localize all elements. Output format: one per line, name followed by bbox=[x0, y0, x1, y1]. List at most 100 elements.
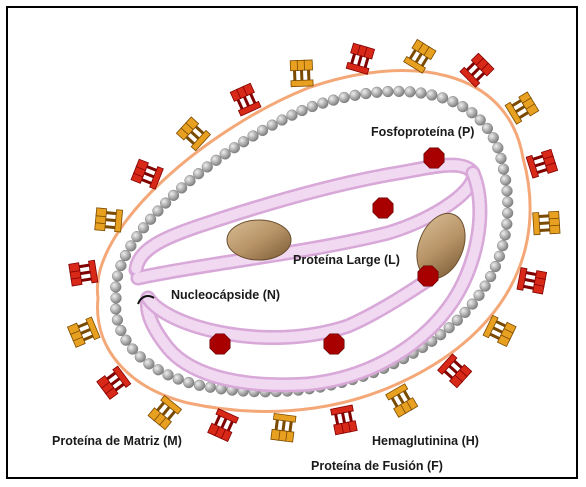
matrix-bead bbox=[229, 142, 240, 153]
matrix-bead bbox=[485, 271, 496, 282]
matrix-bead bbox=[168, 190, 179, 201]
matrix-bead bbox=[185, 175, 196, 186]
matrix-bead bbox=[460, 307, 471, 318]
phosphoprotein-octagon bbox=[418, 266, 438, 286]
matrix-bead bbox=[248, 131, 259, 142]
fusion-spike-icon bbox=[404, 39, 436, 73]
matrix-bead bbox=[238, 136, 249, 147]
fusion-spike-icon bbox=[386, 384, 418, 418]
matrix-bead bbox=[502, 208, 513, 219]
matrix-bead bbox=[500, 230, 511, 241]
matrix-bead bbox=[500, 175, 511, 186]
matrix-bead bbox=[502, 197, 513, 208]
matrix-bead bbox=[496, 153, 507, 164]
matrix-bead bbox=[297, 105, 308, 116]
fusion-spike-icon bbox=[533, 211, 560, 235]
matrix-bead bbox=[211, 155, 222, 166]
matrix-bead bbox=[488, 132, 499, 143]
matrix-bead bbox=[317, 98, 328, 109]
matrix-bead bbox=[173, 374, 184, 385]
matrix-bead bbox=[498, 164, 509, 175]
phosphoprotein-octagon bbox=[424, 148, 444, 168]
hemagglutinin-spike-icon bbox=[331, 405, 358, 435]
matrix-bead bbox=[153, 206, 164, 217]
matrix-bead bbox=[193, 168, 204, 179]
hemagglutinin-spike-icon bbox=[517, 268, 547, 294]
matrix-bead bbox=[394, 86, 405, 97]
matrix-bead bbox=[307, 101, 318, 112]
label-hemaglutinina: Hemaglutinina (H) bbox=[372, 434, 479, 448]
matrix-bead bbox=[116, 260, 127, 271]
matrix-bead bbox=[287, 110, 298, 121]
matrix-bead bbox=[383, 86, 394, 97]
fusion-spike-icon bbox=[67, 317, 99, 347]
matrix-bead bbox=[447, 96, 458, 107]
matrix-bead bbox=[467, 107, 478, 118]
matrix-bead bbox=[350, 90, 361, 101]
matrix-bead bbox=[502, 186, 513, 197]
matrix-bead bbox=[328, 95, 339, 106]
matrix-bead bbox=[127, 344, 138, 355]
matrix-bead bbox=[220, 149, 231, 160]
matrix-bead bbox=[257, 125, 268, 136]
matrix-bead bbox=[457, 101, 468, 112]
matrix-bead bbox=[501, 219, 512, 230]
label-nucleocapside: Nucleocápside (N) bbox=[171, 288, 280, 302]
matrix-bead bbox=[405, 86, 416, 97]
matrix-bead bbox=[339, 92, 350, 103]
hemagglutinin-spike-icon bbox=[69, 260, 98, 286]
large-protein-ellipse bbox=[227, 220, 291, 260]
matrix-bead bbox=[115, 325, 126, 336]
hemagglutinin-spike-icon bbox=[208, 409, 239, 442]
matrix-bead bbox=[490, 261, 501, 272]
matrix-bead bbox=[202, 161, 213, 172]
matrix-bead bbox=[267, 120, 278, 131]
measles-virus-diagram bbox=[8, 8, 578, 479]
fusion-spike-icon bbox=[290, 60, 313, 87]
matrix-bead bbox=[160, 198, 171, 209]
matrix-bead bbox=[444, 322, 455, 333]
matrix-bead bbox=[494, 251, 505, 262]
diagram-frame: Fosfoproteína (P) Proteína Large (L) Nuc… bbox=[6, 6, 578, 479]
matrix-bead bbox=[426, 90, 437, 101]
phosphoprotein-octagon bbox=[210, 334, 230, 354]
matrix-bead bbox=[145, 214, 156, 225]
hemagglutinin-spike-icon bbox=[526, 149, 557, 178]
matrix-bead bbox=[132, 231, 143, 242]
matrix-bead bbox=[183, 377, 194, 388]
matrix-bead bbox=[176, 183, 187, 194]
matrix-bead bbox=[452, 315, 463, 326]
matrix-bead bbox=[135, 352, 146, 363]
matrix-bead bbox=[467, 299, 478, 310]
matrix-bead bbox=[111, 293, 122, 304]
matrix-bead bbox=[475, 115, 486, 126]
matrix-bead bbox=[480, 281, 491, 292]
matrix-bead bbox=[120, 250, 131, 261]
hemagglutinin-spike-icon bbox=[346, 43, 374, 74]
matrix-bead bbox=[277, 115, 288, 126]
fusion-spike-icon bbox=[271, 413, 296, 442]
matrix-bead bbox=[194, 380, 205, 391]
label-proteina-fusion: Proteína de Fusión (F) bbox=[311, 459, 443, 473]
matrix-bead bbox=[482, 123, 493, 134]
matrix-bead bbox=[112, 315, 123, 326]
matrix-bead bbox=[110, 304, 121, 315]
matrix-bead bbox=[497, 240, 508, 251]
matrix-bead bbox=[110, 282, 121, 293]
phosphoprotein-octagon bbox=[324, 334, 344, 354]
label-proteina-matriz: Proteína de Matriz (M) bbox=[52, 434, 182, 448]
matrix-bead bbox=[126, 240, 137, 251]
matrix-bead bbox=[112, 271, 123, 282]
matrix-bead bbox=[474, 290, 485, 301]
label-proteina-large: Proteína Large (L) bbox=[293, 253, 400, 267]
matrix-bead bbox=[361, 88, 372, 99]
hemagglutinin-spike-icon bbox=[230, 83, 261, 116]
label-fosfoproteina: Fosfoproteína (P) bbox=[371, 125, 474, 139]
matrix-bead bbox=[121, 335, 132, 346]
matrix-bead bbox=[163, 369, 174, 380]
phosphoprotein-octagon bbox=[373, 198, 393, 218]
fusion-spike-icon bbox=[95, 208, 123, 232]
matrix-bead bbox=[144, 358, 155, 369]
matrix-bead bbox=[138, 222, 149, 233]
matrix-bead bbox=[153, 364, 164, 375]
